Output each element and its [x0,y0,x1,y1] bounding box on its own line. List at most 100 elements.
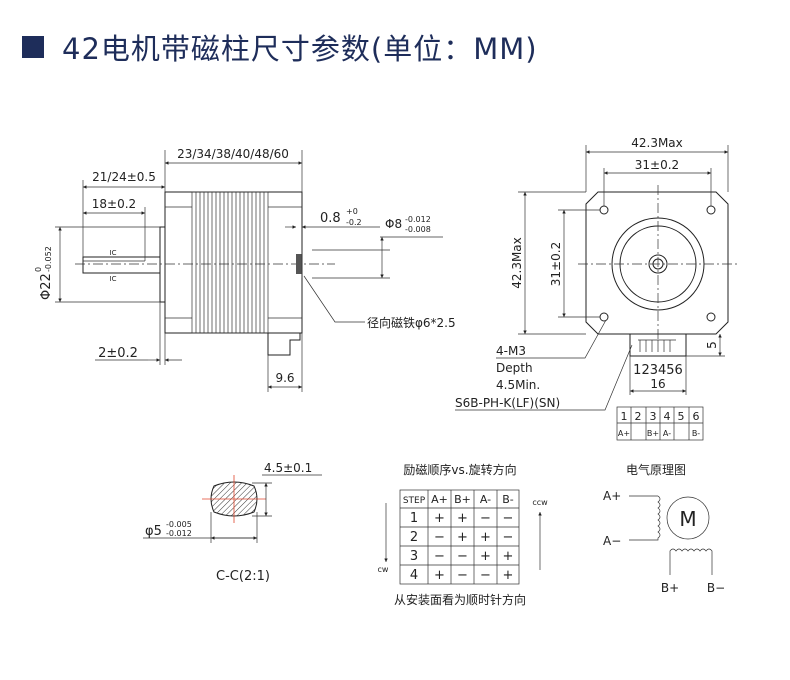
dim-flat-length: 18±0.2 [92,197,136,211]
magnet-label: 径向磁铁φ6*2.5 [367,315,456,330]
dim-gap-tol-lower: -0.2 [346,218,362,227]
schematic: 电气原理图 A+ A− M B+ B− [603,462,725,595]
step-table-title: 励磁顺序vs.旋转方向 [403,462,516,477]
title-text: 42电机带磁柱尺寸参数(单位：MM) [62,32,538,66]
step-table-cell: 2 [410,530,418,545]
connector-leader [455,344,633,411]
step-table-cell: − [457,549,468,564]
label-a-minus: A− [603,534,621,548]
front-view: 42.3Max 31±0.2 42.3Max 31±0.2 5 123456 1… [455,136,738,441]
dim-connector-width: 16 [650,377,665,391]
step-table-cell: − [503,511,514,526]
dim-connector-height: 5 [705,341,719,349]
dim-flat: 4.5±0.1 [264,461,312,475]
step-table-footer: 从安装面看为顺时针方向 [394,592,526,607]
dim-shaft-length: 21/24±0.5 [92,170,156,184]
dim-section-diameter: φ5 [145,524,162,539]
step-table-cell: + [480,530,491,545]
coil-b [669,548,713,575]
dim-magnet-tol-upper: -0.012 [405,215,431,224]
svg-text:B-: B- [692,429,700,438]
flange-outline [585,191,729,335]
schematic-title: 电气原理图 [626,462,686,477]
magnet-leader [303,275,365,323]
title-square-icon [22,36,44,58]
step-table-cell: 1 [410,511,418,526]
shaft [82,256,161,274]
svg-text:B+: B+ [647,429,659,438]
magnet [296,254,302,274]
svg-text:6: 6 [693,410,700,423]
connector-side [267,333,301,356]
step-table-cell: − [480,568,491,583]
dim-height: 42.3Max [510,237,524,289]
section-label: C-C(2:1) [216,569,270,584]
step-table-cell: − [503,530,514,545]
step-table-header: B+ [454,493,471,506]
dim-section-tol-lower: -0.012 [166,529,192,538]
step-table-cell: − [457,568,468,583]
svg-text:5: 5 [678,410,685,423]
step-table-cell: − [434,549,445,564]
step-table-cell: + [503,549,514,564]
cw-label: cw [378,565,389,574]
dim-width: 42.3Max [631,136,683,150]
svg-text:1: 1 [621,410,628,423]
dim-gap: 0.8 [320,211,341,226]
svg-text:Φ22: Φ22 [39,273,54,300]
step-table-cell: + [457,511,468,526]
step-table-cell: + [457,530,468,545]
connector-model: S6B-PH-K(LF)(SN) [455,396,560,410]
page-title: 42电机带磁柱尺寸参数(单位：MM) [22,26,538,68]
coil-a [629,495,661,541]
step-table-cell: + [434,511,445,526]
step-table-header: A- [480,493,491,506]
svg-text:2: 2 [635,410,642,423]
svg-text:3: 3 [650,410,657,423]
shaft-end [648,254,668,274]
motor-symbol [666,496,710,540]
svg-text:A+: A+ [618,429,630,438]
svg-text:A-: A- [663,429,671,438]
shaft-mark-bottom: IC [110,275,117,283]
dim-gap-tol-upper: +0 [346,207,358,216]
step-table-cell: 4 [410,568,418,583]
boss [159,226,166,303]
section-cc: 4.5±0.1 φ5 -0.005 -0.012 C-C(2:1) [143,461,322,584]
dim-length-options: 23/34/38/40/48/60 [177,147,289,161]
step-table-header: STEP [403,496,426,506]
step-table-cell: + [480,549,491,564]
holes-label-3: 4.5Min. [496,378,540,392]
motor-body [164,191,303,334]
connector-front [629,333,687,357]
step-table-cell: − [434,530,445,545]
step-table-cell: + [503,568,514,583]
step-table-cell: − [480,511,491,526]
dim-section-tol-upper: -0.005 [166,520,192,529]
svg-text:0: 0 [34,267,43,272]
mount-holes [599,205,716,322]
shaft-mark-top: IC [110,249,117,257]
step-table-cell: + [434,568,445,583]
dim-boss-height: 2±0.2 [98,346,138,361]
dim-magnet-diameter: Φ8 [385,217,402,231]
dim-magnet-tol-lower: -0.008 [405,225,431,234]
label-a-plus: A+ [603,489,621,503]
hole-leader [496,319,607,359]
pin-table: 1 2 3 4 5 6 A+ B+ A- B- [616,406,704,441]
side-view: IC IC 23/34/38/40/48/60 21/24±0.5 18±0.2… [34,147,456,392]
holes-label-1: 4-M3 [496,344,526,358]
label-b-minus: B− [707,581,725,595]
cooling-fins [165,191,302,334]
motor-label: M [679,507,696,531]
pin-numbers: 123456 [633,363,683,378]
svg-text:-0.052: -0.052 [44,246,53,272]
dim-hole-spacing-v: 31±0.2 [549,242,563,286]
label-b-plus: B+ [661,581,679,595]
ccw-label: ccw [532,498,548,507]
dim-connector-offset: 9.6 [275,371,294,385]
step-table-cell: 3 [410,549,418,564]
dim-boss-diameter: Φ22 0 -0.052 [34,246,54,300]
